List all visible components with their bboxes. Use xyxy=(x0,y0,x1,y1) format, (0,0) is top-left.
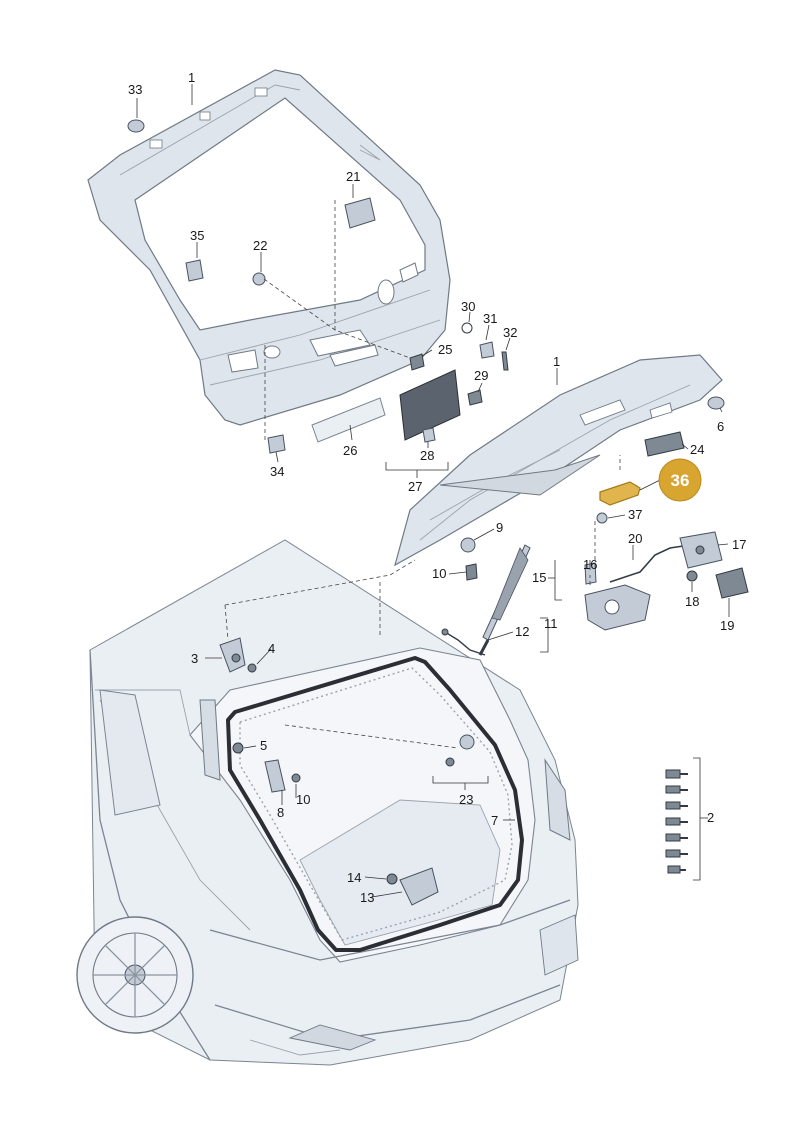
label-14: 14 xyxy=(347,870,361,885)
nut-5 xyxy=(232,742,244,754)
striker-8 xyxy=(264,759,286,793)
label-29: 29 xyxy=(474,368,488,383)
label-33: 33 xyxy=(128,82,142,97)
label-22: 22 xyxy=(253,238,267,253)
bolt-29 xyxy=(467,389,483,406)
bracket-28 xyxy=(422,427,436,443)
label-37: 37 xyxy=(628,507,642,522)
ball-stud-9 xyxy=(460,537,476,553)
nut-22 xyxy=(252,272,266,286)
highlight-circle[interactable] xyxy=(658,458,702,502)
bolt-25 xyxy=(409,353,425,371)
plate-27 xyxy=(399,369,461,441)
bolt-10-lower xyxy=(291,773,301,783)
assembly-lines xyxy=(224,200,621,749)
label-10-upper: 10 xyxy=(432,566,446,581)
label-18: 18 xyxy=(685,594,699,609)
label-2: 2 xyxy=(707,810,714,825)
tailgate-hinge xyxy=(219,637,246,673)
label-3: 3 xyxy=(191,651,198,666)
bracket-31 xyxy=(479,341,495,359)
handle-36 xyxy=(599,481,641,506)
label-5: 5 xyxy=(260,738,267,753)
lock-17 xyxy=(679,531,723,569)
label-19: 19 xyxy=(720,618,734,633)
rear-wheel xyxy=(76,916,194,1034)
cap-6 xyxy=(707,396,725,410)
bracket-21 xyxy=(344,197,376,229)
part-labels: 33 1 21 35 22 30 31 32 25 29 1 6 24 26 2… xyxy=(128,70,746,905)
label-9: 9 xyxy=(496,520,503,535)
nut-14 xyxy=(386,873,398,885)
leader-lines xyxy=(136,84,730,898)
label-24: 24 xyxy=(690,442,704,457)
screw-set-2 xyxy=(665,769,688,874)
nut-37 xyxy=(596,512,608,524)
label-6: 6 xyxy=(717,419,724,434)
bolt-4 xyxy=(247,663,257,673)
label-35: 35 xyxy=(190,228,204,243)
bolt-18 xyxy=(686,570,698,582)
car-body xyxy=(76,539,579,1066)
label-25: 25 xyxy=(438,342,452,357)
highlight-badge-36[interactable]: 36 xyxy=(639,458,702,502)
label-10-lower: 10 xyxy=(296,792,310,807)
latch-bracket-13 xyxy=(399,867,439,906)
bracket-23 xyxy=(445,734,475,767)
cable-20 xyxy=(609,544,691,583)
tailgate-frame xyxy=(87,69,451,426)
tailgate-seal xyxy=(226,656,524,952)
label-1-panel: 1 xyxy=(553,354,560,369)
label-1-frame: 1 xyxy=(188,70,195,85)
label-31: 31 xyxy=(483,311,497,326)
washer-30 xyxy=(461,322,473,334)
bolt-10-upper xyxy=(465,563,478,581)
clip-35 xyxy=(185,259,204,282)
label-23: 23 xyxy=(459,792,473,807)
label-28: 28 xyxy=(420,448,434,463)
plate-26 xyxy=(311,397,386,443)
label-8: 8 xyxy=(277,805,284,820)
motor-15 xyxy=(584,584,651,631)
cover-19 xyxy=(715,567,749,599)
label-7: 7 xyxy=(491,813,498,828)
bracket-34 xyxy=(267,434,286,454)
label-11: 11 xyxy=(544,616,558,631)
label-13: 13 xyxy=(360,890,374,905)
label-21: 21 xyxy=(346,169,360,184)
label-34: 34 xyxy=(270,464,284,479)
tailgate-inner-panel xyxy=(394,354,723,567)
label-12: 12 xyxy=(515,624,529,639)
label-15: 15 xyxy=(532,570,546,585)
screw-32 xyxy=(501,351,509,371)
label-32: 32 xyxy=(503,325,517,340)
label-20: 20 xyxy=(628,531,642,546)
switch-24 xyxy=(644,431,685,457)
label-26: 26 xyxy=(343,443,357,458)
highlight-label: 36 xyxy=(671,471,690,490)
cable-12 xyxy=(441,628,486,656)
label-27: 27 xyxy=(408,479,422,494)
label-16: 16 xyxy=(583,557,597,572)
label-30: 30 xyxy=(461,299,475,314)
grommet-33 xyxy=(127,119,145,133)
label-4: 4 xyxy=(268,641,275,656)
connector-16 xyxy=(584,562,597,585)
label-17: 17 xyxy=(732,537,746,552)
